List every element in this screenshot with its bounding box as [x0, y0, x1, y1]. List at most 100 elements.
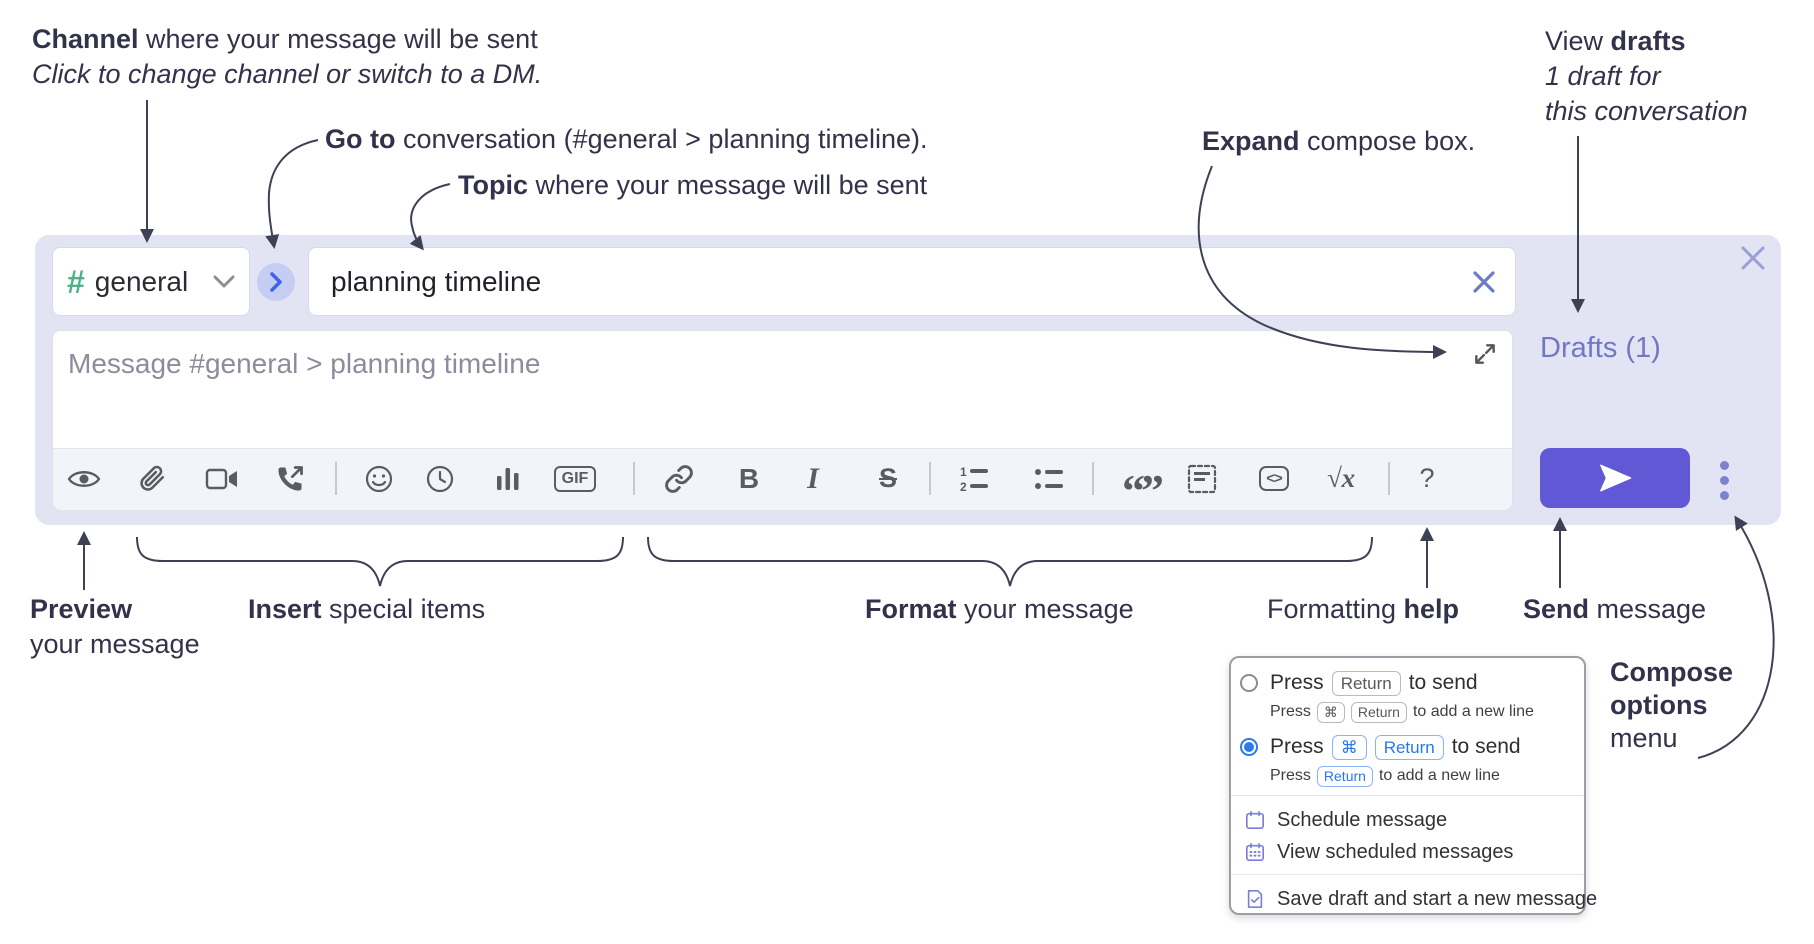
- toolbar-divider: [1092, 462, 1094, 495]
- smiley-icon: [365, 465, 393, 492]
- calendar-icon: [1246, 811, 1264, 829]
- code-icon: <>: [1259, 466, 1289, 491]
- quote-button[interactable]: “”: [1122, 464, 1164, 516]
- add-video-call-button[interactable]: [202, 448, 242, 509]
- kebab-dot: [1719, 460, 1729, 470]
- numbered-list-icon: 1 2: [960, 466, 988, 492]
- send-button[interactable]: [1540, 448, 1690, 508]
- drafts-link[interactable]: Drafts (1): [1540, 332, 1661, 364]
- toolbar-divider: [633, 462, 635, 495]
- bold-button[interactable]: B: [729, 448, 769, 509]
- question-mark-icon: ?: [1419, 463, 1435, 493]
- format-annotation: Format your message: [865, 594, 1134, 624]
- bulleted-list-button[interactable]: [1029, 448, 1069, 509]
- goto-annotation: Go to conversation (#general > planning …: [325, 124, 928, 154]
- svg-text:2: 2: [960, 480, 967, 492]
- toolbar-divider: [1388, 462, 1390, 495]
- chevron-right-icon: [270, 272, 282, 292]
- preview-button[interactable]: [64, 448, 104, 509]
- menu-divider: [1231, 874, 1584, 875]
- document-check-icon: [1247, 890, 1263, 908]
- compose-options-menu-button[interactable]: [1706, 460, 1742, 500]
- send-plane-icon: [1600, 464, 1632, 492]
- arrow-goto: [265, 139, 319, 249]
- menu-item-view-scheduled-messages[interactable]: View scheduled messages: [1231, 836, 1598, 868]
- math-button[interactable]: √x: [1321, 448, 1361, 509]
- expand-compose-button[interactable]: [1472, 341, 1498, 367]
- menu-item-schedule-message[interactable]: Schedule message: [1231, 804, 1598, 836]
- radio-selected-icon[interactable]: [1240, 738, 1258, 756]
- channel-name: general: [94, 265, 189, 297]
- topic-annotation: Topic where your message will be sent: [458, 170, 928, 200]
- link-icon: [665, 464, 693, 493]
- brace-format: [647, 536, 1373, 587]
- toolbar-divider: [929, 462, 931, 495]
- channel-selector-button[interactable]: # general: [52, 247, 250, 316]
- add-gif-button[interactable]: GIF: [549, 448, 601, 509]
- spoiler-icon: [1187, 464, 1217, 493]
- add-global-time-button[interactable]: [420, 448, 460, 509]
- add-voice-call-button[interactable]: [270, 448, 310, 509]
- kebab-dot: [1719, 475, 1729, 485]
- close-compose-button[interactable]: [1738, 243, 1768, 273]
- bar-chart-icon: [497, 467, 519, 490]
- preview-annotation: Preview your message: [30, 594, 200, 659]
- close-icon: [1741, 246, 1765, 270]
- spoiler-button[interactable]: [1182, 448, 1222, 509]
- expand-diagonal-icon: [1475, 344, 1495, 364]
- radio-unselected-icon[interactable]: [1240, 674, 1258, 692]
- message-placeholder: Message #general > planning timeline: [68, 348, 541, 379]
- italic-button[interactable]: I: [793, 448, 833, 509]
- topic-value: planning timeline: [331, 265, 542, 297]
- go-to-conversation-button[interactable]: [257, 263, 295, 301]
- add-poll-button[interactable]: [488, 448, 528, 509]
- compose-options-annotation: Compose options menu: [1610, 657, 1734, 753]
- expand-annotation: Expand compose box.: [1202, 126, 1476, 156]
- return-key: Return: [1350, 701, 1407, 723]
- view-drafts-annotation: View drafts 1 draft for this conversatio…: [1545, 26, 1748, 126]
- paperclip-icon: [140, 465, 165, 491]
- add-emoji-button[interactable]: [359, 448, 399, 509]
- math-icon: √x: [1326, 463, 1356, 493]
- bulleted-list-icon: [1035, 468, 1063, 489]
- enter-sends-option[interactable]: Press Return to send: [1231, 666, 1584, 700]
- insert-annotation: Insert special items: [248, 594, 486, 624]
- compose-toolbar: [53, 448, 1512, 510]
- kebab-dot: [1719, 490, 1729, 500]
- code-button[interactable]: <>: [1254, 448, 1294, 509]
- formatting-help-annotation: Formatting help: [1267, 594, 1460, 624]
- numbered-list-button[interactable]: 1 2: [954, 448, 994, 509]
- cmd-key: ⌘: [1331, 734, 1367, 760]
- enter-sends-option-hint: Press ⌘ Return to add a new line: [1231, 700, 1623, 724]
- cmd-enter-sends-option-hint: Press Return to add a new line: [1231, 764, 1623, 788]
- gif-icon: GIF: [553, 465, 597, 492]
- close-icon: [1473, 270, 1495, 293]
- bold-icon: B: [738, 462, 760, 494]
- return-key: Return: [1374, 734, 1444, 760]
- strikethrough-icon: S: [878, 463, 897, 493]
- clear-topic-button[interactable]: [1469, 267, 1499, 297]
- attach-file-button[interactable]: [133, 448, 173, 509]
- italic-icon: I: [807, 461, 819, 495]
- send-annotation: Send message: [1523, 594, 1707, 624]
- video-camera-icon: [205, 468, 237, 489]
- link-button[interactable]: [659, 448, 699, 509]
- calendar-grid-icon: [1246, 843, 1264, 861]
- cmd-key: ⌘: [1316, 701, 1345, 723]
- message-formatting-help-button[interactable]: ?: [1407, 448, 1447, 509]
- cmd-enter-sends-option[interactable]: Press ⌘ Return to send: [1231, 730, 1584, 764]
- phone-call-icon: [278, 465, 303, 491]
- strikethrough-button[interactable]: S: [868, 448, 908, 509]
- brace-insert: [136, 536, 624, 587]
- clock-icon: [426, 465, 454, 492]
- compose-options-popup: Press Return to send Press ⌘ Return to a…: [1229, 656, 1597, 915]
- channel-annotation: Channel where your message will be sent …: [32, 24, 543, 89]
- eye-icon: [67, 470, 101, 487]
- topic-input[interactable]: planning timeline: [308, 247, 1516, 316]
- toolbar-divider: [335, 462, 337, 495]
- chevron-down-icon: [213, 275, 235, 287]
- menu-divider: [1231, 795, 1584, 796]
- return-key: Return: [1331, 670, 1401, 696]
- menu-item-save-draft-new-message[interactable]: Save draft and start a new message: [1231, 884, 1598, 914]
